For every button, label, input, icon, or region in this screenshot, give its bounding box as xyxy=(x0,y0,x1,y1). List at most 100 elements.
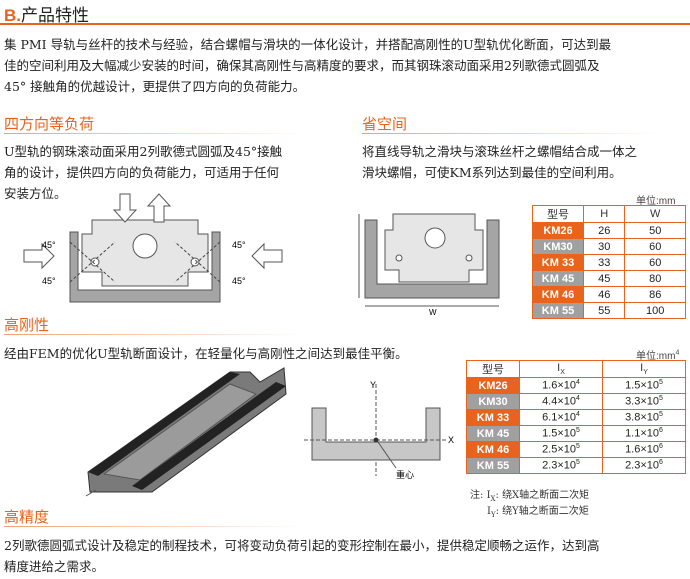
ix-value: 1.6×10 xyxy=(542,379,577,392)
iy-exponent: 5 xyxy=(659,411,663,419)
ix-exponent: 5 xyxy=(576,427,580,435)
load-arrow-left xyxy=(23,242,55,270)
precision-rule xyxy=(4,526,304,527)
iy-value: 1.6×10 xyxy=(625,443,660,456)
iy-cell: 2.3×106 xyxy=(602,457,686,474)
w-cell: 86 xyxy=(624,286,686,303)
h-cell: 45 xyxy=(582,270,626,287)
model-cell: KM 45 xyxy=(466,425,520,442)
four-direction-line: 角的设计，提供四方向的负荷能力，可适用于任何 xyxy=(4,165,280,180)
contact-line xyxy=(69,241,116,283)
space-unit: 单位:mm xyxy=(636,196,676,207)
u-rail-illustration xyxy=(85,367,287,497)
iy-cell: 3.8×105 xyxy=(602,409,686,426)
ball-right xyxy=(465,254,473,262)
ix-exponent: 4 xyxy=(576,379,580,387)
width-label: W xyxy=(429,308,437,317)
rigidity-unit: 单位:mm4 xyxy=(636,347,679,362)
centroid-dot xyxy=(373,437,379,443)
iy-value: 1.1×10 xyxy=(625,427,660,440)
h-cell: 26 xyxy=(582,222,626,239)
ix-value: 2.3×10 xyxy=(542,459,577,472)
ball-left xyxy=(395,254,403,262)
precision-line: 2列歌德圆弧式设计及稳定的制程技术，可将变动负荷引起的变形控制在最小，提供稳定顺… xyxy=(4,538,600,553)
iy-value: 3.8×10 xyxy=(625,411,660,424)
rigidity-rule xyxy=(4,334,304,335)
w-cell: 80 xyxy=(624,270,686,287)
y-axis-label: Y xyxy=(370,380,376,390)
iy-cell: 1.5×105 xyxy=(602,377,686,394)
four-direction-heading: 四方向等负荷 xyxy=(4,115,95,133)
four-direction-line: U型轨的钢珠滚动面采用2列歌德式圆弧及45°接触 xyxy=(4,144,283,159)
model-cell: KM 46 xyxy=(532,286,584,303)
rail-channel xyxy=(102,383,258,481)
model-cell: KM26 xyxy=(466,377,520,394)
rigidity-unit-text: 单位:mm xyxy=(636,351,676,362)
rail-edge xyxy=(132,382,286,490)
iy-exponent: 5 xyxy=(659,395,663,403)
note-text: 绕Y轴之断面二次矩 xyxy=(502,506,589,517)
space-saving-heading: 省空间 xyxy=(362,115,408,133)
space-header-h: H xyxy=(582,205,626,223)
intro-line: 佳的空间利用及大幅减少安装的时间，确保其高刚性与高精度的要求，而其钢珠滚动面采用… xyxy=(4,58,600,73)
iy-value: 1.5×10 xyxy=(625,379,660,392)
ix-cell: 6.1×104 xyxy=(519,409,603,426)
h-cell: 46 xyxy=(582,286,626,303)
intro-paragraph: 集 PMI 导轨与丝杆的技术与经验，结合螺帽与滑块的一体化设计，并搭配高刚性的U… xyxy=(4,34,688,97)
header-rule xyxy=(0,23,690,25)
rigidity-heading: 高刚性 xyxy=(4,316,50,334)
space-saving-diagram: H W xyxy=(358,213,500,317)
space-saving-text: 将直线导轨之滑块与滚珠丝杆之螺帽结合成一体之 滑块螺帽，可使KM系列达到最佳的空… xyxy=(362,141,688,183)
ix-value: 4.4×10 xyxy=(542,395,577,408)
rail-shape xyxy=(69,231,221,303)
w-cell: 100 xyxy=(624,302,686,319)
precision-heading: 高精度 xyxy=(4,508,50,526)
rigidity-header-ix: IX xyxy=(519,360,603,378)
iy-cell: 1.6×106 xyxy=(602,441,686,458)
ix-symbol: I xyxy=(557,361,561,374)
model-cell: KM 33 xyxy=(532,254,584,271)
h-cell: 30 xyxy=(582,238,626,255)
iy-symbol: I xyxy=(640,361,644,374)
iy-sub: Y xyxy=(643,369,648,377)
rail-edge xyxy=(88,372,240,476)
note-text: 绕X轴之断面二次矩 xyxy=(502,490,590,501)
h-cell: 55 xyxy=(582,302,626,319)
ix-exponent: 4 xyxy=(576,411,580,419)
ball-right xyxy=(190,257,200,267)
ix-value: 6.1×10 xyxy=(542,411,577,424)
section-title: 产品特性 xyxy=(21,6,89,26)
ix-cell: 1.6×104 xyxy=(519,377,603,394)
page-title: B.产品特性 xyxy=(4,1,89,26)
page-header: B.产品特性 xyxy=(0,0,690,26)
model-cell: KM 33 xyxy=(466,409,520,426)
contact-line xyxy=(174,241,221,283)
iy-exponent: 6 xyxy=(659,459,663,467)
ix-cell: 1.5×105 xyxy=(519,425,603,442)
note-prefix: 注: xyxy=(470,490,484,501)
rigidity-text: 经由FEM的优化U型轨断面设计，在轻量化与高刚性之间达到最佳平衡。 xyxy=(4,346,408,361)
w-cell: 60 xyxy=(624,254,686,271)
model-cell: KM 55 xyxy=(466,457,520,474)
iy-cell: 1.1×106 xyxy=(602,425,686,442)
ix-cell: 2.5×105 xyxy=(519,441,603,458)
model-cell: KM30 xyxy=(466,393,520,410)
note-sub: X xyxy=(490,495,496,503)
load-arrow-up xyxy=(146,193,172,223)
x-axis-label: X xyxy=(448,435,454,445)
ix-cell: 4.4×104 xyxy=(519,393,603,410)
screw-hole xyxy=(132,233,158,259)
ix-sub: X xyxy=(560,369,565,377)
h-cell: 33 xyxy=(582,254,626,271)
model-cell: KM 55 xyxy=(532,302,584,319)
ix-cell: 2.3×105 xyxy=(519,457,603,474)
